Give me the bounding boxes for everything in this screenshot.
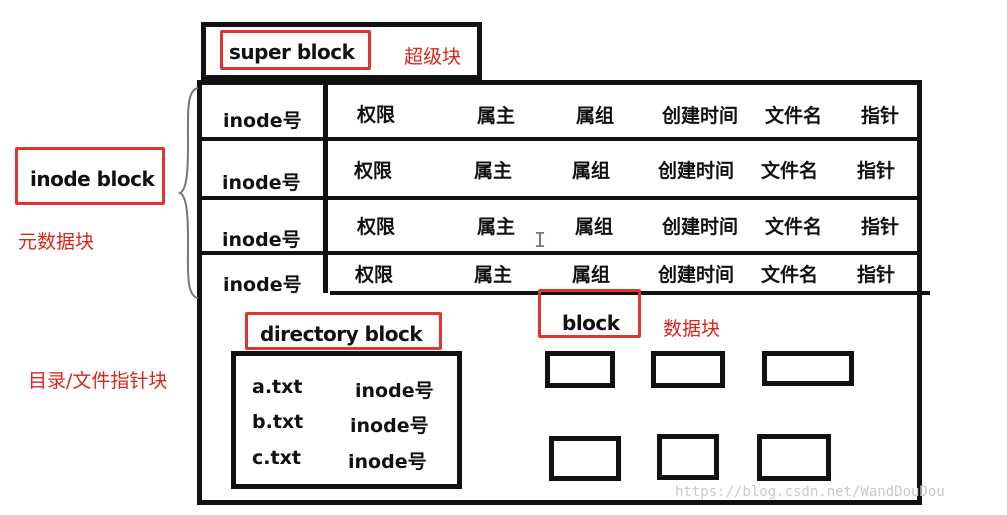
inode-number: inode号 bbox=[222, 172, 301, 194]
directory-block-label-box bbox=[245, 312, 442, 350]
field-filename: 文件名 bbox=[765, 216, 823, 238]
super-block-label-box bbox=[220, 30, 371, 70]
inode-area-bottom bbox=[330, 291, 930, 295]
field-owner: 属主 bbox=[474, 264, 513, 286]
data-block-label: block bbox=[562, 311, 620, 335]
field-owner: 属主 bbox=[477, 105, 516, 127]
text-cursor-icon: I bbox=[534, 228, 547, 252]
directory-entry-name: b.txt bbox=[252, 411, 304, 433]
inode-number: inode号 bbox=[223, 274, 302, 296]
field-pointer: 指针 bbox=[857, 264, 896, 286]
data-block-annotation: 数据块 bbox=[663, 318, 721, 340]
inode-column-divider bbox=[323, 85, 328, 293]
data-block bbox=[545, 351, 615, 388]
field-group: 属组 bbox=[572, 160, 611, 182]
inode-number: inode号 bbox=[222, 229, 301, 251]
field-create-time: 创建时间 bbox=[658, 160, 735, 182]
field-permission: 权限 bbox=[357, 216, 396, 238]
field-permission: 权限 bbox=[355, 264, 394, 286]
field-pointer: 指针 bbox=[861, 105, 900, 127]
field-pointer: 指针 bbox=[857, 160, 896, 182]
data-block-label-box bbox=[538, 289, 641, 338]
inode-block-annotation: 元数据块 bbox=[18, 231, 95, 253]
field-create-time: 创建时间 bbox=[658, 264, 735, 286]
inode-block-label: inode block bbox=[30, 167, 155, 191]
inode-group-brace bbox=[177, 87, 199, 299]
data-block bbox=[762, 351, 854, 386]
field-group: 属组 bbox=[576, 105, 615, 127]
directory-entry-inode: inode号 bbox=[348, 451, 427, 473]
field-owner: 属主 bbox=[474, 160, 513, 182]
field-filename: 文件名 bbox=[765, 105, 823, 127]
field-permission: 权限 bbox=[354, 160, 393, 182]
directory-block-label: directory block bbox=[260, 322, 423, 346]
field-group: 属组 bbox=[572, 264, 611, 286]
directory-entry-inode: inode号 bbox=[350, 415, 429, 437]
directory-entry-name: a.txt bbox=[252, 376, 303, 398]
field-group: 属组 bbox=[575, 216, 614, 238]
watermark: https://blog.csdn.net/WandDouDou bbox=[675, 484, 945, 500]
field-owner: 属主 bbox=[477, 216, 516, 238]
data-block bbox=[757, 434, 831, 481]
inode-row-divider-1 bbox=[202, 137, 917, 141]
super-block-region bbox=[201, 22, 482, 80]
directory-block-annotation: 目录/文件指针块 bbox=[28, 370, 168, 392]
directory-entries-box bbox=[231, 351, 462, 489]
directory-entry-inode: inode号 bbox=[355, 380, 434, 402]
data-block bbox=[549, 436, 621, 481]
data-block bbox=[651, 351, 725, 388]
data-block bbox=[657, 434, 719, 480]
super-block-annotation: 超级块 bbox=[404, 46, 462, 68]
field-permission: 权限 bbox=[357, 104, 396, 126]
field-pointer: 指针 bbox=[861, 216, 900, 238]
directory-entry-name: c.txt bbox=[252, 447, 301, 469]
field-create-time: 创建时间 bbox=[662, 105, 739, 127]
field-filename: 文件名 bbox=[761, 160, 819, 182]
inode-row-divider-2 bbox=[202, 196, 917, 200]
field-create-time: 创建时间 bbox=[662, 216, 739, 238]
inode-number: inode号 bbox=[223, 110, 302, 132]
inode-block-label-box bbox=[15, 147, 165, 205]
inode-row-divider-3 bbox=[202, 251, 917, 255]
field-filename: 文件名 bbox=[761, 264, 819, 286]
super-block-label: super block bbox=[229, 40, 355, 64]
